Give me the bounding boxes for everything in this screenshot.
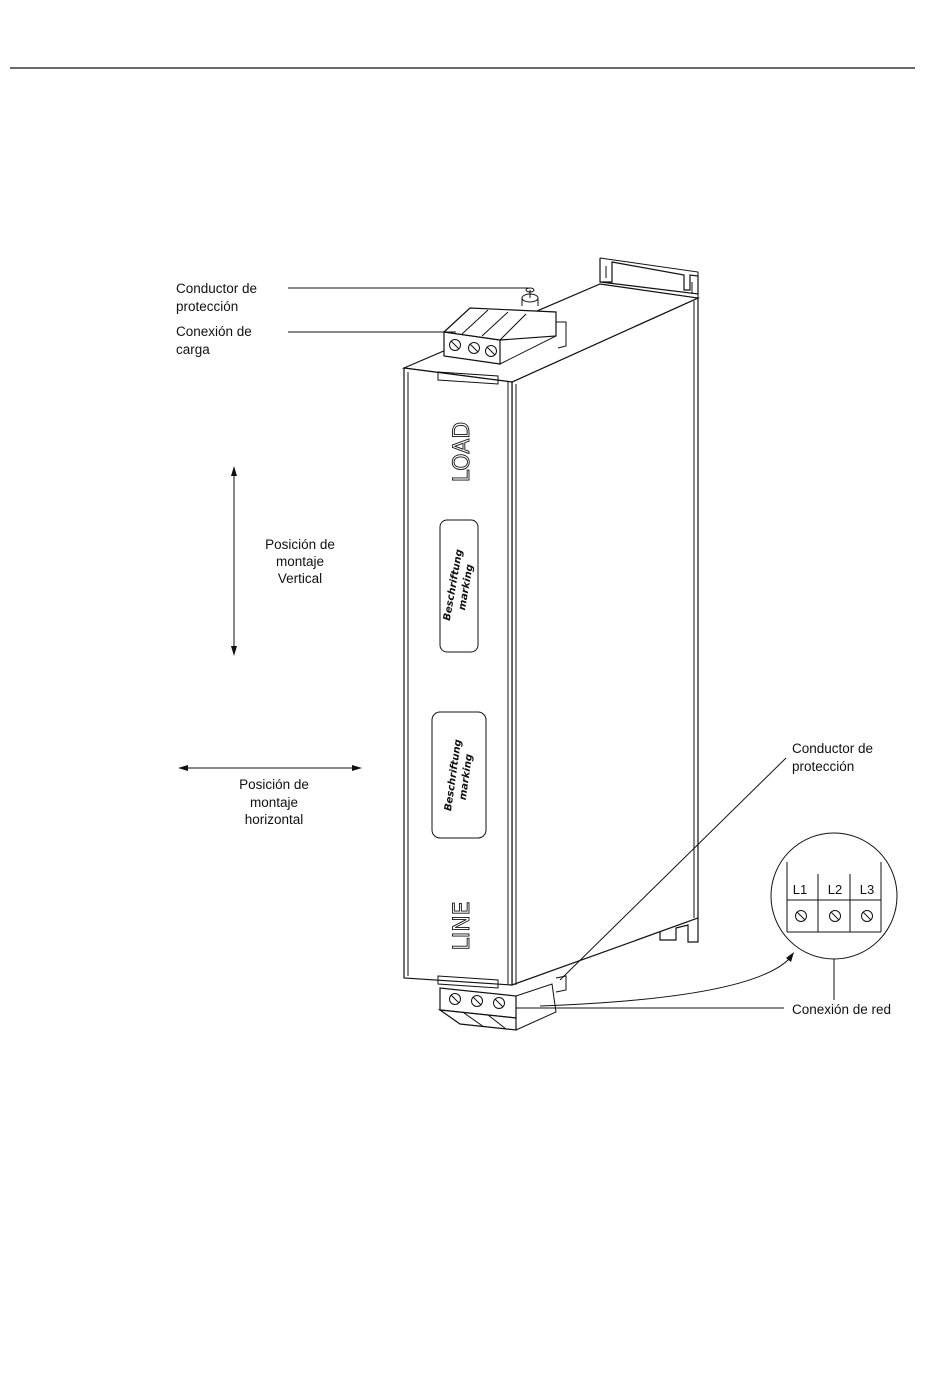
vertical-label-2: montaje	[276, 554, 324, 569]
horizontal-label-2: montaje	[250, 795, 298, 810]
pe-top-label-1: Conductor de	[176, 281, 257, 296]
detail-arrow-curve	[540, 958, 790, 1006]
terminal-l2: L2	[828, 882, 842, 897]
line-label: LINE	[450, 901, 475, 950]
terminal-l3: L3	[860, 882, 874, 897]
horizontal-label-3: horizontal	[245, 812, 304, 827]
pe-bottom-label-2: protección	[792, 759, 854, 774]
load-conn-label-1: Conexión de	[176, 324, 252, 339]
terminal-l1: L1	[793, 882, 807, 897]
pe-top-label-2: protección	[176, 299, 238, 314]
line-conn-label: Conexión de red	[792, 1002, 891, 1017]
load-conn-label-2: carga	[176, 342, 210, 357]
vertical-label-3: Vertical	[278, 571, 322, 586]
horizontal-arrow	[178, 765, 362, 771]
vertical-label-1: Posición de	[265, 537, 335, 552]
pe-bottom-label-1: Conductor de	[792, 741, 873, 756]
device-side-face	[512, 298, 698, 985]
vertical-arrow	[231, 466, 237, 656]
load-label: LOAD	[450, 422, 475, 482]
horizontal-label-1: Posición de	[239, 777, 309, 792]
terminal-detail: L1 L2 L3	[771, 833, 897, 1000]
